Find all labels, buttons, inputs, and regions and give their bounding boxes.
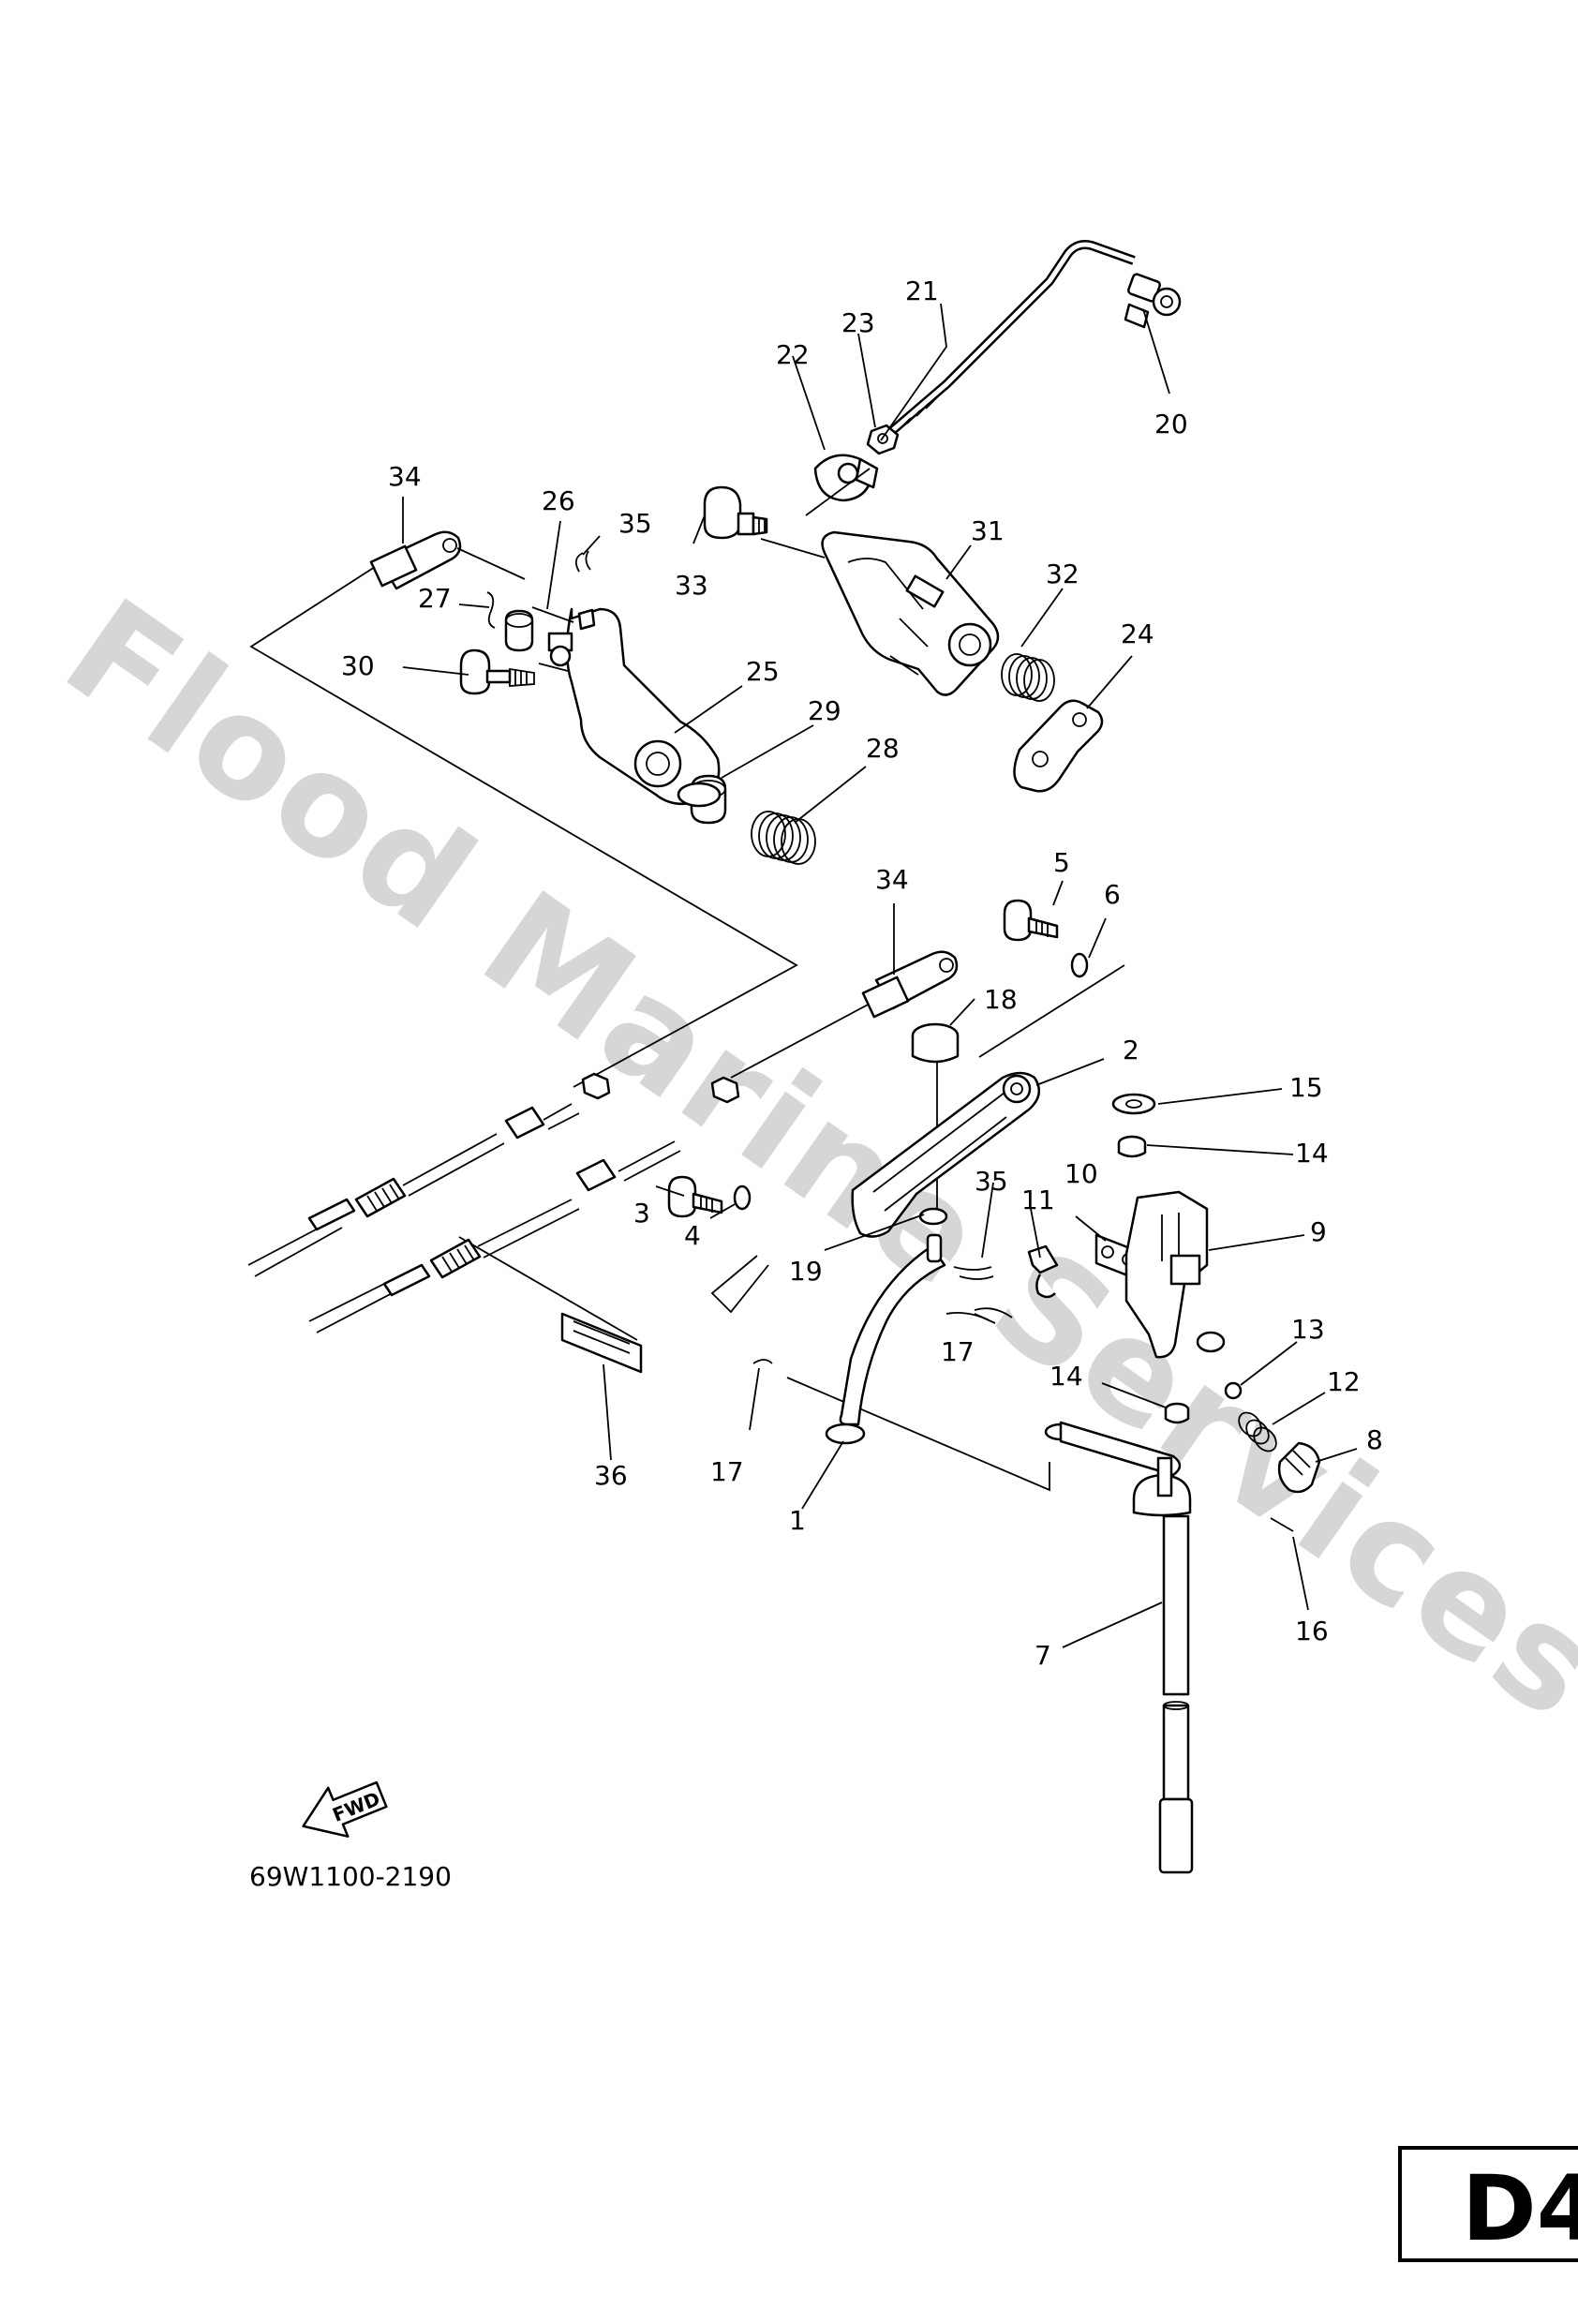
lower-lever-assembly	[667, 899, 1089, 1238]
callout-label: 1	[789, 1505, 806, 1536]
page-id-box: D4	[1398, 2146, 1578, 2262]
callout-label: 5	[1053, 847, 1070, 878]
callout-label: 25	[746, 656, 780, 687]
callout-numbers: 1 2 3 4 5 6 7 8 9 10 11 12 13 14 14 15 1…	[341, 276, 1383, 1671]
callout-label: 33	[675, 570, 708, 601]
callout-label: 34	[875, 864, 909, 895]
callout-label: 19	[789, 1256, 823, 1287]
page-id-label: D4	[1462, 2156, 1578, 2261]
callout-label: 7	[1035, 1640, 1051, 1671]
caution-label	[560, 1312, 643, 1374]
callout-label: 28	[866, 733, 900, 764]
callout-label: 24	[1121, 618, 1154, 649]
callout-label: 2	[1123, 1035, 1139, 1065]
callout-label: 12	[1327, 1366, 1361, 1397]
callout-label: 11	[1021, 1184, 1055, 1215]
callout-label: 14	[1050, 1361, 1083, 1392]
callout-label: 27	[418, 583, 452, 614]
control-cables	[247, 950, 959, 1333]
callout-label: 23	[841, 307, 875, 338]
drawing-code: 69W1100-2190	[249, 1861, 452, 1892]
forward-direction-arrow: FWD	[302, 1780, 388, 1838]
callout-label: 36	[594, 1460, 628, 1491]
callout-leader-lines	[402, 303, 1358, 1648]
callout-label: 9	[1310, 1216, 1327, 1247]
spring-32	[1001, 653, 1055, 702]
callout-label: 16	[1295, 1616, 1329, 1646]
callout-label: 32	[1046, 559, 1079, 589]
callout-label: 20	[1154, 409, 1188, 439]
callout-label: 30	[341, 650, 375, 681]
watermark-text: Flood Marine Services	[37, 569, 1578, 1752]
callout-label: 21	[905, 276, 939, 306]
callout-label: 29	[808, 695, 841, 726]
callout-label: 26	[542, 485, 575, 516]
callout-label: 8	[1366, 1424, 1383, 1455]
callout-label: 22	[776, 339, 810, 370]
spring-12	[1238, 1411, 1277, 1452]
callout-label: 15	[1289, 1072, 1323, 1103]
callout-label: 4	[684, 1220, 701, 1251]
shift-rod-right-assembly	[1044, 1093, 1321, 1874]
callout-label: 17	[710, 1456, 744, 1487]
callout-label: 10	[1064, 1158, 1098, 1189]
callout-label: 3	[633, 1198, 650, 1229]
callout-label: 35	[618, 508, 652, 539]
callout-label: 31	[971, 515, 1005, 546]
callout-label: 35	[975, 1166, 1008, 1197]
spring-28	[751, 811, 816, 865]
callout-label: 6	[1104, 879, 1121, 910]
callout-label: 13	[1291, 1314, 1325, 1345]
shift-bracket-assembly	[703, 485, 1104, 793]
upper-lever-assembly	[369, 530, 816, 865]
callout-label: 14	[1295, 1138, 1329, 1169]
callout-label: 34	[388, 461, 422, 492]
shift-rod-assembly	[813, 240, 1182, 502]
callout-label: 18	[984, 984, 1018, 1015]
callout-label: 17	[941, 1336, 975, 1367]
